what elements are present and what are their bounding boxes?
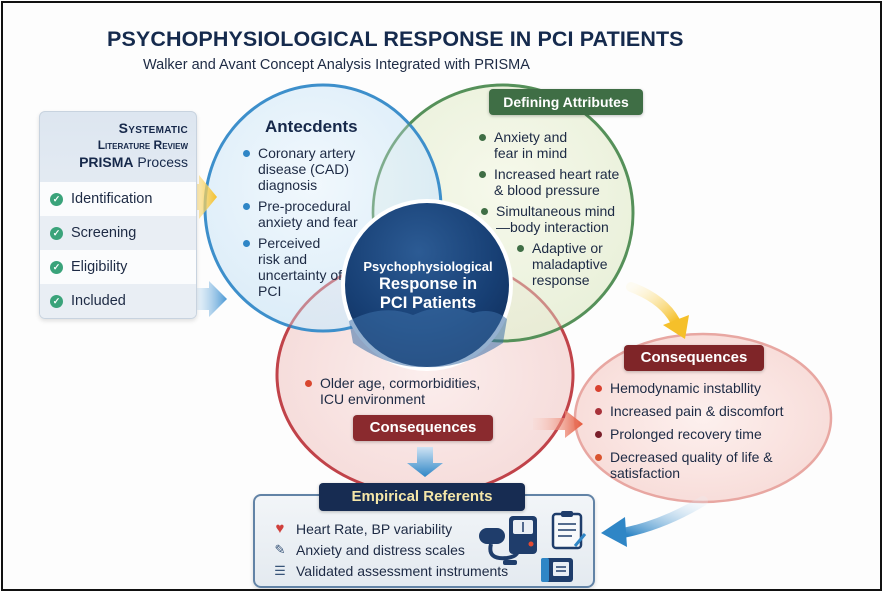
bullet-icon xyxy=(481,208,488,215)
center-label: Psychophysiological Response in PCI Pati… xyxy=(343,258,513,313)
antecedent-item: Pre-procedural anxiety and fear xyxy=(243,198,373,230)
clipboard-icon xyxy=(551,511,587,550)
bullet-icon xyxy=(517,245,524,252)
center-line2: Response in xyxy=(378,275,478,293)
antecedent-text: Pre-procedural anxiety and fear xyxy=(258,198,358,230)
form-edit-icon: ✎ xyxy=(274,541,286,557)
consequences-tag: Consequences xyxy=(624,345,764,371)
antecedent-item: Coronary artery disease (CAD) diagnosis xyxy=(243,145,373,193)
bullet-icon xyxy=(595,385,602,392)
empirical-referents-box: ♥ Heart Rate, BP variability ✎ Anxiety and… xyxy=(253,494,595,588)
empirical-text: Anxiety and distress scales xyxy=(296,541,465,558)
down-arrow-icon xyxy=(407,447,443,477)
venn-diagram xyxy=(181,83,833,547)
step-label: Screening xyxy=(71,225,137,241)
check-circle-icon: ✓ xyxy=(50,260,63,274)
attribute-item: Increased heart rate & blood pressure xyxy=(479,166,627,198)
bullet-icon xyxy=(595,431,602,438)
attribute-item: Simultaneous mind—body interaction xyxy=(481,203,627,235)
antecedents-title: Antecdents xyxy=(265,117,358,136)
consequence-item: Prolonged recovery time xyxy=(595,426,795,442)
antecedents-list: Coronary artery disease (CAD) diagnosis … xyxy=(243,145,373,304)
center-line3: PCI Patients xyxy=(379,294,477,312)
bullet-icon xyxy=(479,134,486,141)
center-line1: Psychophysiological xyxy=(363,259,493,274)
consequence-item: Hemodynamic instabllity xyxy=(595,380,795,396)
prisma-heading-line1: Systematic xyxy=(118,120,188,136)
check-circle-icon: ✓ xyxy=(50,294,63,308)
antecedent-text: Perceived risk and uncertainty of PCI xyxy=(258,235,343,299)
lower-circle-item: Older age, cormorbidities, ICU environme… xyxy=(305,375,505,407)
empirical-text: Heart Rate, BP variability xyxy=(296,520,453,537)
curved-blue-arrow-icon xyxy=(618,496,708,538)
antecedent-item: Perceived risk and uncertainty of PCI xyxy=(243,235,343,299)
consequence-text: Increased pain & discomfort xyxy=(610,403,784,419)
empirical-item: ☰ Validated assessment instruments xyxy=(271,560,508,581)
empirical-item: ✎ Anxiety and distress scales xyxy=(271,539,508,560)
bullet-icon xyxy=(243,150,250,157)
lower-circle-list: Older age, cormorbidities, ICU environme… xyxy=(305,375,505,412)
prisma-heading-line2: Literature Review xyxy=(97,138,188,152)
attribute-text: Simultaneous mind—body interaction xyxy=(496,203,616,235)
consequence-item: Increased pain & discomfort xyxy=(595,403,795,419)
blood-pressure-monitor-icon xyxy=(479,516,537,565)
consequence-item: Decreased quality of life & satisfaction xyxy=(595,449,785,481)
lower-circle-text: Older age, cormorbidities, ICU environme… xyxy=(320,375,481,407)
bullet-icon xyxy=(595,408,602,415)
prisma-step-eligibility: ✓ Eligibility xyxy=(40,250,196,284)
curved-yellow-arrow-icon xyxy=(626,282,680,326)
attribute-text: Increased heart rate & blood pressure xyxy=(494,166,620,198)
prisma-step-included: ✓ Included xyxy=(40,284,196,318)
prisma-step-screening: ✓ Screening xyxy=(40,216,196,250)
attribute-item: Anxiety and fear in mind xyxy=(479,129,589,161)
blue-arrow-icon xyxy=(191,281,227,317)
prisma-steps: ✓Identification ✓Screening ✓Eligibility … xyxy=(40,182,196,318)
attribute-text: Adaptive or maladaptive response xyxy=(532,240,608,288)
prisma-bold: PRISMA xyxy=(79,154,134,170)
skyline-decoration xyxy=(349,307,507,368)
page-title: PSYCHOPHYSIOLOGICAL RESPONSE IN PCI PATI… xyxy=(107,27,684,51)
list-document-icon: ☰ xyxy=(274,562,286,578)
defining-attributes-list: Anxiety and fear in mind Increased heart… xyxy=(479,129,627,293)
consequences-tag-lower: Consequences xyxy=(353,415,493,441)
bullet-icon xyxy=(243,203,250,210)
empirical-item: ♥ Heart Rate, BP variability xyxy=(271,518,508,539)
prisma-panel: Systematic Literature Review PRISMA Proc… xyxy=(39,111,197,319)
prisma-step-identification: ✓ Identification xyxy=(40,182,196,216)
empirical-referents-tag: Empirical Referents xyxy=(319,483,525,511)
consequence-text: Decreased quality of life & satisfaction xyxy=(610,449,773,481)
attribute-item: Adaptive or maladaptive response xyxy=(517,240,617,288)
consequence-text: Prolonged recovery time xyxy=(610,426,762,442)
consequences-list: Hemodynamic instabllity Increased pain &… xyxy=(595,380,795,486)
step-label: Identification xyxy=(71,191,153,207)
defining-attributes-tag: Defining Attributes xyxy=(489,89,643,115)
page-subtitle: Walker and Avant Concept Analysis Integr… xyxy=(143,57,530,73)
red-arrow-icon xyxy=(533,410,583,438)
bullet-icon xyxy=(479,171,486,178)
check-circle-icon: ✓ xyxy=(50,226,63,240)
bullet-icon xyxy=(595,454,602,461)
bullet-icon xyxy=(243,240,250,247)
prisma-process: Process xyxy=(137,154,188,170)
empirical-illustrations xyxy=(479,511,587,582)
assessment-device-icon xyxy=(541,558,573,582)
prisma-heading: Systematic Literature Review PRISMA Proc… xyxy=(40,112,196,171)
consequence-text: Hemodynamic instabllity xyxy=(610,380,761,396)
step-label: Eligibility xyxy=(71,259,128,275)
heart-icon: ♥ xyxy=(275,520,285,537)
prisma-heading-line3: PRISMA Process xyxy=(40,153,188,171)
check-circle-icon: ✓ xyxy=(50,192,63,206)
antecedent-text: Coronary artery disease (CAD) diagnosis xyxy=(258,145,356,193)
step-label: Included xyxy=(71,293,126,309)
empirical-referents-list: ♥ Heart Rate, BP variability ✎ Anxiety and… xyxy=(271,518,508,581)
empirical-text: Validated assessment instruments xyxy=(296,562,509,579)
bullet-icon xyxy=(305,380,312,387)
attribute-text: Anxiety and fear in mind xyxy=(494,129,568,161)
